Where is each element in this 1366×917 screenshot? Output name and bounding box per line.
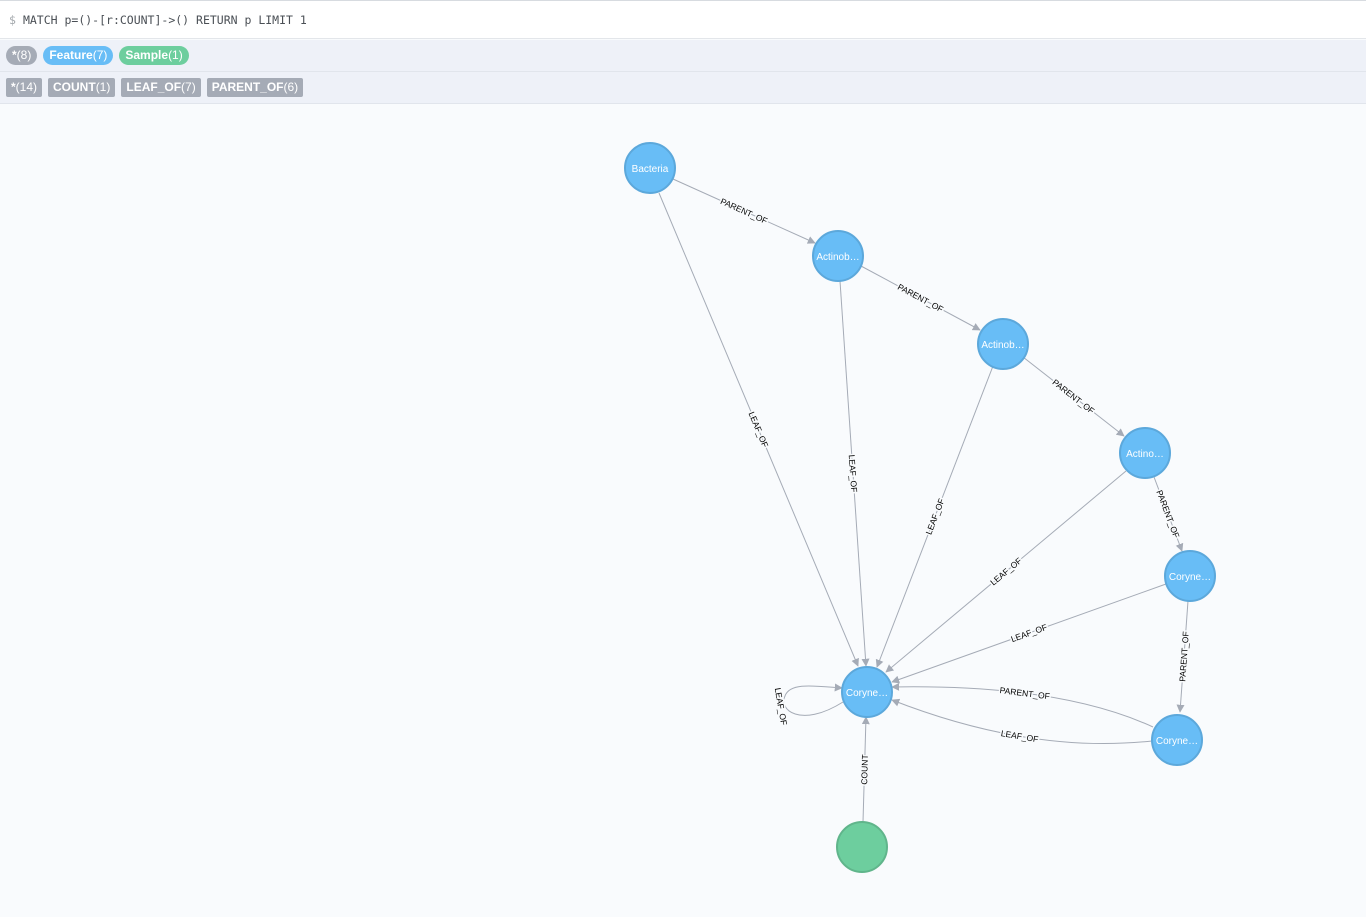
relationship-leaf-of[interactable] [658,192,859,667]
relationship-label: LEAF_OF [847,454,860,492]
relationship-leaf-of[interactable] [891,698,1153,745]
node-sample[interactable] [836,821,888,873]
node-label-feature[interactable]: Feature(7) [43,46,114,65]
node-coryne-center[interactable]: Coryne… [841,666,893,718]
rel-type-all[interactable]: *(14) [6,78,43,97]
relationship-leaf-of[interactable] [885,470,1127,673]
node-label-all-name: * [12,48,17,62]
relationship-label: LEAF_OF [1000,728,1039,744]
node-label-feature-name: Feature [49,48,93,62]
query-prompt: $ [9,12,16,27]
relationship-leaf-of[interactable] [875,365,994,668]
graph-canvas[interactable]: PARENT_OF PARENT_OF PARENT_OF PARENT_OF … [0,104,1366,917]
node-label: Coryne… [1169,572,1211,583]
relationship-label: PARENT_OF [1051,377,1097,416]
graph-svg[interactable]: PARENT_OF PARENT_OF PARENT_OF PARENT_OF … [0,104,1366,917]
node-coryne-1[interactable]: Coryne… [1164,550,1216,602]
relationship-count[interactable] [861,716,870,823]
node-actinob-2[interactable]: Actinob… [977,318,1029,370]
relationship-label: LEAF_OF [747,410,771,449]
node-label: Actinob… [981,340,1024,351]
relationship-label: PARENT_OF [896,282,945,315]
node-label: Coryne… [1156,736,1198,747]
relationship-parent-of[interactable] [1153,476,1184,552]
rel-type-parent-of[interactable]: PARENT_OF(6) [206,78,304,97]
node-label-sample-count: (1) [168,48,183,62]
nodes-layer: Bacteria Actinob… Actinob… Actino… Coryn… [624,142,1216,873]
query-bar[interactable]: $ MATCH p=()-[r:COUNT]->() RETURN p LIMI… [0,1,1366,39]
node-coryne-2[interactable]: Coryne… [1151,714,1203,766]
relationship-label: LEAF_OF [1010,622,1049,644]
node-label-sample-name: Sample [125,48,169,62]
relationship-leaf-of[interactable] [891,583,1167,684]
rel-type-count-name: COUNT [53,80,96,94]
relationship-parent-of[interactable] [1176,600,1189,713]
node-bacteria[interactable]: Bacteria [624,142,676,194]
rel-type-count-count: (1) [95,80,111,94]
rel-type-count[interactable]: COUNT(1) [48,78,116,97]
node-label-all-count: (8) [16,48,32,62]
query-text[interactable]: MATCH p=()-[r:COUNT]->() RETURN p LIMIT … [22,12,307,27]
relationship-labels-layer: PARENT_OF PARENT_OF PARENT_OF PARENT_OF … [717,195,1192,787]
node-actino-3[interactable]: Actino… [1119,427,1171,479]
relationship-parent-of[interactable] [860,265,981,331]
relationship-label: PARENT_OF [999,685,1050,701]
relationship-parent-of[interactable] [672,178,816,244]
rel-type-parent-of-count: (6) [283,80,299,94]
node-label-sample[interactable]: Sample(1) [119,46,189,65]
relationship-label: LEAF_OF [988,556,1023,588]
relationship-label: COUNT [859,754,870,785]
rel-type-leaf-of-count: (7) [181,80,196,94]
relationship-label: PARENT_OF [719,196,769,226]
node-label-all[interactable]: *(8) [6,46,38,65]
relationship-leaf-of-self[interactable] [783,683,844,716]
rel-type-leaf-of-name: LEAF_OF [126,80,182,94]
relationship-label: PARENT_OF [1154,489,1181,540]
rel-type-all-name: * [11,80,16,94]
node-label: Bacteria [632,164,669,175]
rel-type-all-count: (14) [15,80,38,94]
relationships-layer [658,178,1189,823]
node-labels-bar: *(8) Feature(7) Sample(1) [0,40,1366,72]
node-actinob-1[interactable]: Actinob… [812,230,864,282]
node-label: Actino… [1126,449,1164,460]
rel-type-leaf-of[interactable]: LEAF_OF(7) [121,78,201,97]
relationship-parent-of[interactable] [1022,356,1125,437]
rel-type-parent-of-name: PARENT_OF [211,80,284,94]
node-label: Coryne… [846,688,888,699]
top-border [0,0,1366,1]
relationship-types-bar: *(14) COUNT(1) LEAF_OF(7) PARENT_OF(6) [0,72,1366,104]
relationship-parent-of[interactable] [891,682,1154,728]
relationship-label: LEAF_OF [924,497,947,536]
node-label-feature-count: (7) [92,48,108,62]
relationship-label: PARENT_OF [1177,631,1191,682]
relationship-leaf-of[interactable] [839,280,870,667]
node-label: Actinob… [816,252,859,263]
